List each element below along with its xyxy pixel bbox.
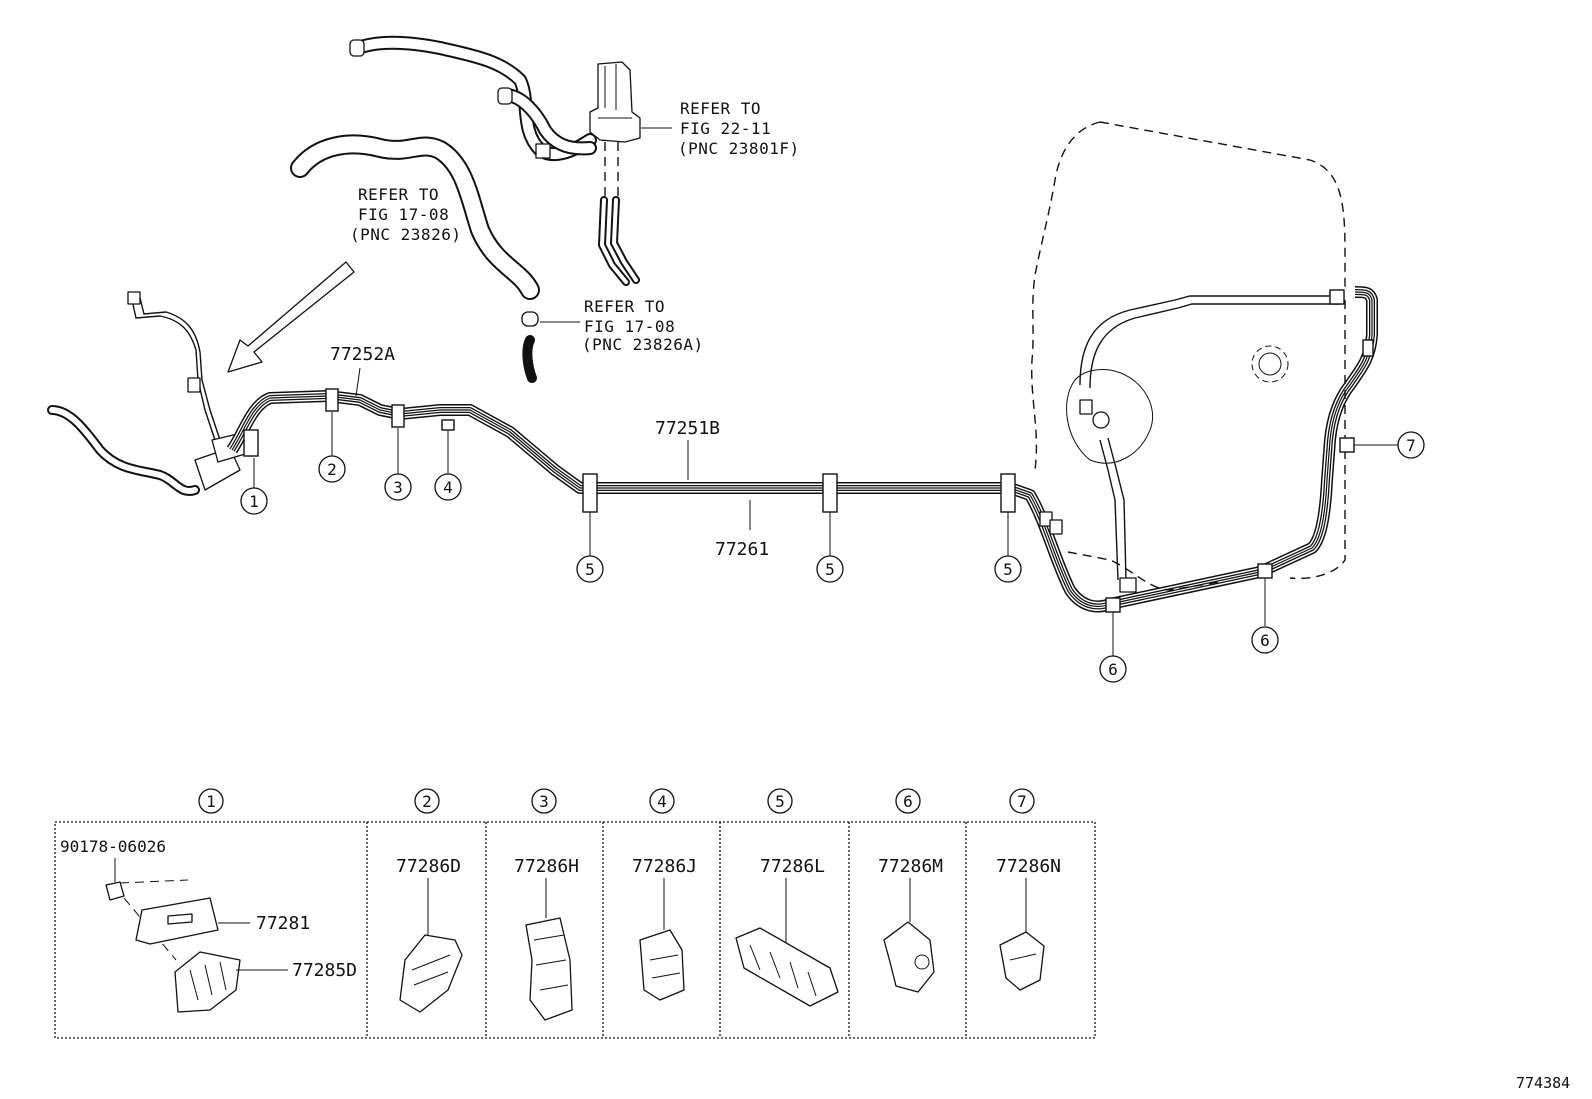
- svg-text:7: 7: [1406, 436, 1416, 455]
- bundle-clamps: [243, 388, 1355, 613]
- svg-text:77285D: 77285D: [292, 960, 357, 981]
- label-77261: 77261: [715, 539, 769, 560]
- clamp-6a-marker: [1105, 597, 1121, 613]
- svg-text:1: 1: [249, 492, 259, 511]
- svg-text:77281: 77281: [256, 913, 310, 934]
- table-cell-4: 77286J: [632, 856, 697, 1001]
- main-fuel-tube-bundle: [226, 286, 1378, 613]
- table-cell-3: 77286H: [514, 856, 579, 1021]
- callout-5b: 5: [816, 555, 844, 583]
- svg-text:REFER TO: REFER TO: [680, 99, 761, 118]
- svg-text:5: 5: [585, 560, 595, 579]
- svg-text:77286N: 77286N: [996, 856, 1061, 877]
- table-header-3: 3: [531, 788, 557, 814]
- callout-1: 1: [240, 487, 268, 515]
- table-header-2: 2: [414, 788, 440, 814]
- table-cell-5: 77286L: [735, 856, 839, 1007]
- svg-text:REFER TO: REFER TO: [358, 185, 439, 204]
- fuel-tank-outline: [1031, 121, 1374, 593]
- table-header-5: 5: [767, 788, 793, 814]
- svg-text:REFER TO: REFER TO: [584, 297, 665, 316]
- clamp-6b-marker: [1257, 563, 1273, 579]
- filler-hose: [290, 134, 540, 383]
- svg-text:FIG 17-08: FIG 17-08: [584, 317, 675, 336]
- fuel-inlet-hose-assembly: [349, 35, 641, 286]
- table-cell-7: 77286N: [996, 856, 1061, 991]
- svg-text:4: 4: [443, 478, 453, 497]
- refer-note-canister: REFER TO FIG 22-11 (PNC 23801F): [678, 99, 800, 158]
- svg-text:2: 2: [327, 460, 337, 479]
- svg-text:(PNC 23826): (PNC 23826): [350, 225, 461, 244]
- svg-text:77286J: 77286J: [632, 856, 697, 877]
- table-header-6: 6: [895, 788, 921, 814]
- callout-3: 3: [384, 473, 412, 501]
- svg-text:90178-06026: 90178-06026: [60, 837, 166, 856]
- table-cell-6: 77286M: [878, 856, 943, 993]
- svg-text:5: 5: [825, 560, 835, 579]
- svg-text:6: 6: [1108, 660, 1118, 679]
- svg-text:6: 6: [1260, 631, 1270, 650]
- svg-text:77286L: 77286L: [760, 856, 825, 877]
- clamp-3-marker: [391, 404, 405, 428]
- table-cell-1: 90178-06026 77281 77285D: [60, 837, 357, 1013]
- clamp-5b-marker: [822, 473, 838, 513]
- table-cell-2: 77286D: [396, 856, 463, 1013]
- callout-5a: 5: [576, 555, 604, 583]
- callout-6a: 6: [1099, 655, 1127, 683]
- table-header-7: 7: [1009, 788, 1035, 814]
- svg-text:5: 5: [775, 792, 785, 811]
- direction-arrow: [227, 261, 355, 373]
- svg-text:77286M: 77286M: [878, 856, 943, 877]
- label-77252A: 77252A: [330, 344, 395, 365]
- svg-text:77286D: 77286D: [396, 856, 461, 877]
- clamp-2-marker: [325, 388, 339, 412]
- refer-note-breather-hose: REFER TO FIG 17-08 (PNC 23826A): [582, 297, 704, 354]
- callout-6b: 6: [1251, 626, 1279, 654]
- clamp-7-marker: [1339, 437, 1355, 453]
- svg-text:FIG 17-08: FIG 17-08: [358, 205, 449, 224]
- svg-text:7: 7: [1017, 792, 1027, 811]
- svg-text:4: 4: [657, 792, 667, 811]
- svg-text:3: 3: [539, 792, 549, 811]
- clamp-1-marker: [243, 429, 259, 457]
- clamp-5c-marker: [1000, 473, 1016, 513]
- front-fuel-connector-region: [47, 291, 253, 496]
- table-header-4: 4: [649, 788, 675, 814]
- callouts: 1 2 3 4 5 5 5 6 6 7: [240, 431, 1425, 683]
- clamp-table: 1 2 3 4 5 6 7 90178-06026 77281 77285D 7…: [54, 788, 1096, 1039]
- svg-text:FIG 22-11: FIG 22-11: [680, 119, 771, 138]
- callout-4: 4: [434, 473, 462, 501]
- table-header-1: 1: [198, 788, 224, 814]
- callout-7: 7: [1397, 431, 1425, 459]
- svg-text:3: 3: [393, 478, 403, 497]
- svg-text:(PNC 23801F): (PNC 23801F): [678, 139, 800, 158]
- clamp-4-marker: [441, 419, 455, 431]
- clamp-5a-marker: [582, 473, 598, 513]
- callout-2: 2: [318, 455, 346, 483]
- svg-text:(PNC 23826A): (PNC 23826A): [582, 335, 704, 354]
- refer-note-filler-hose: REFER TO FIG 17-08 (PNC 23826): [350, 185, 461, 244]
- svg-text:77286H: 77286H: [514, 856, 579, 877]
- label-77251B: 77251B: [655, 418, 720, 439]
- callout-5c: 5: [994, 555, 1022, 583]
- svg-text:1: 1: [206, 792, 216, 811]
- svg-text:6: 6: [903, 792, 913, 811]
- svg-text:2: 2: [422, 792, 432, 811]
- leader-lines: [253, 127, 1398, 656]
- svg-text:5: 5: [1003, 560, 1013, 579]
- figure-id: 774384: [1516, 1074, 1570, 1092]
- part-number-labels: 77252A 77251B 77261: [330, 344, 769, 560]
